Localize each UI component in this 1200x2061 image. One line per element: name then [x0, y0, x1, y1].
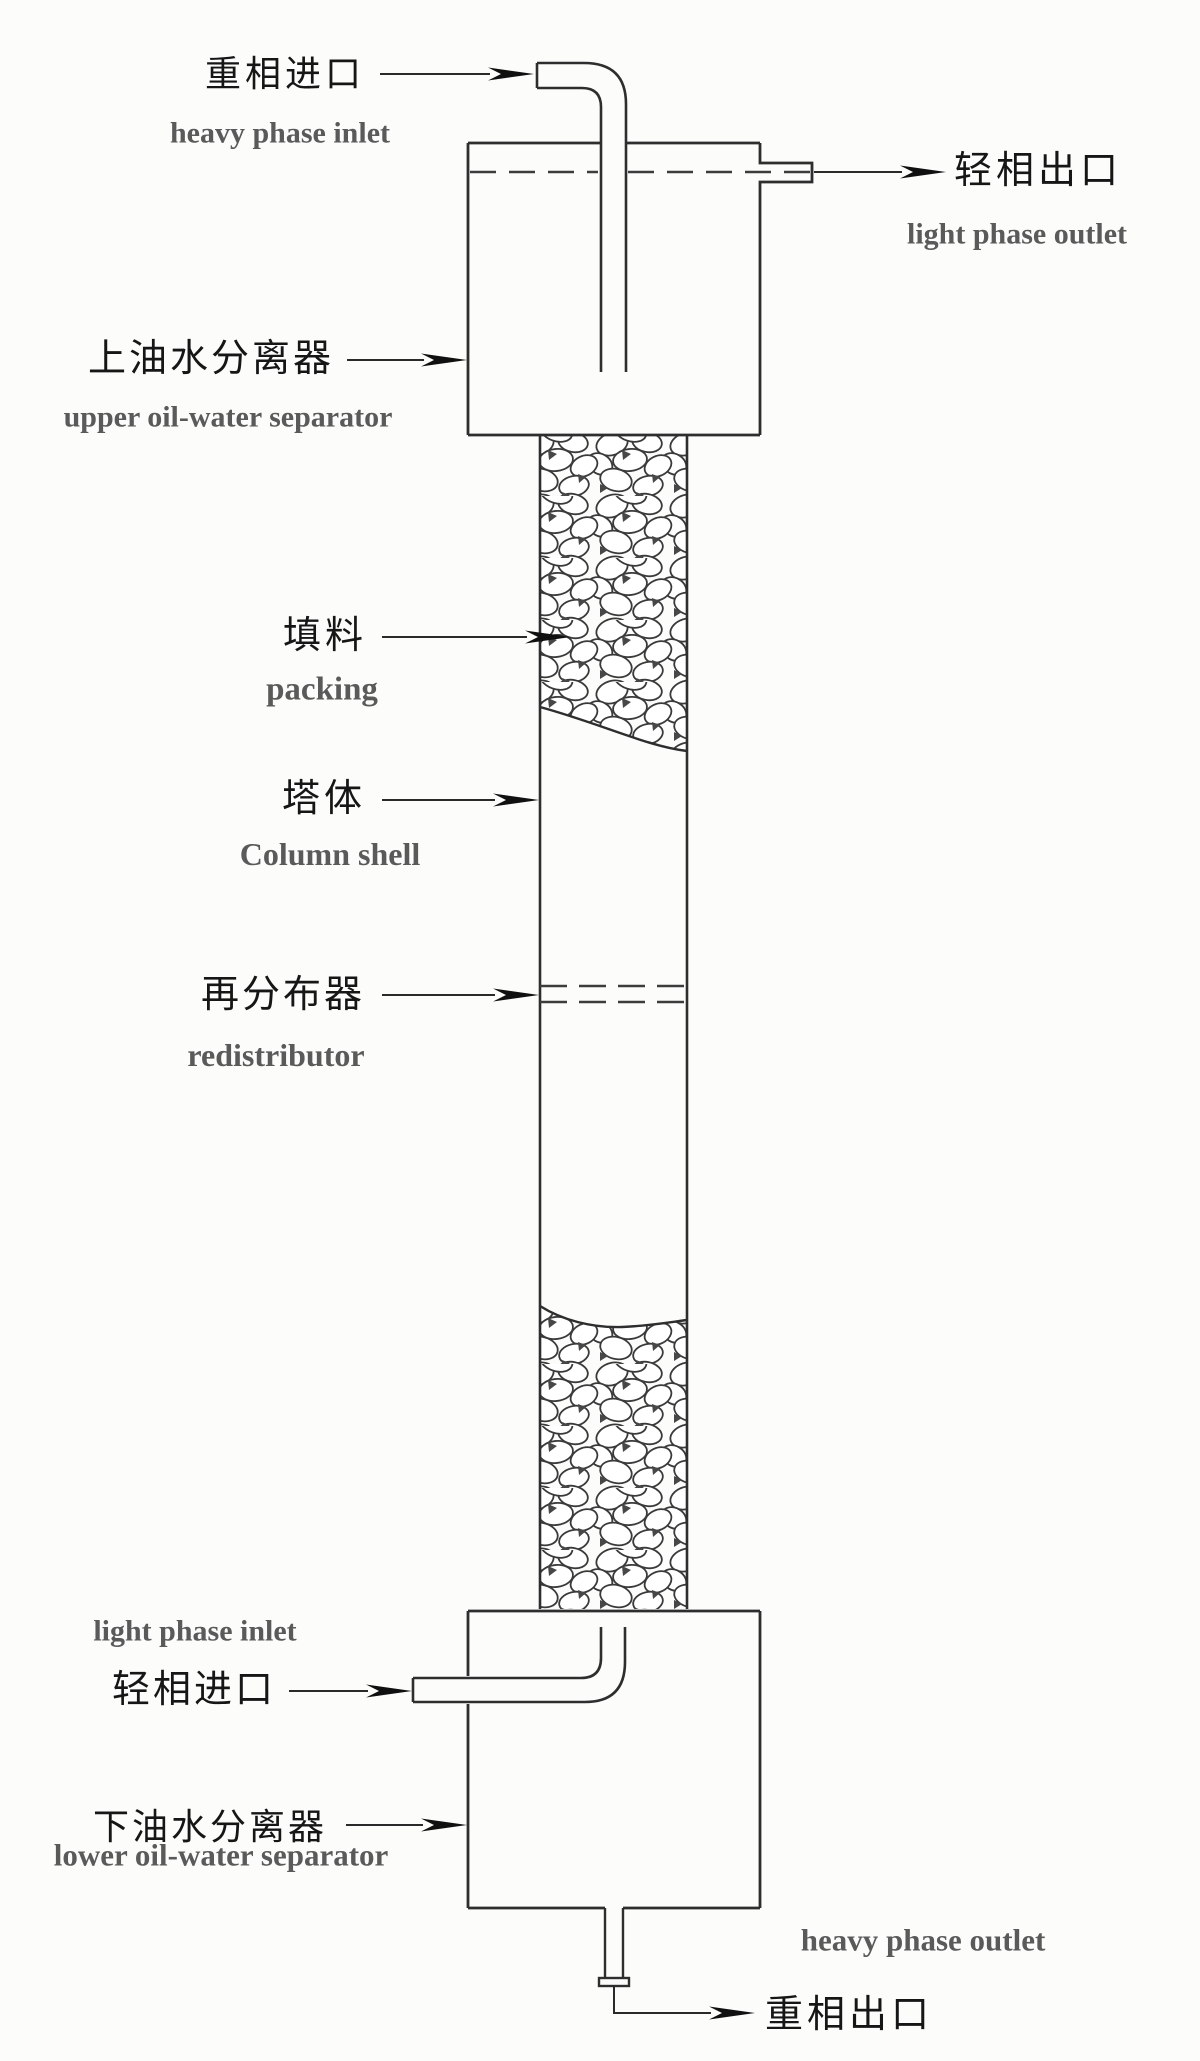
label-light-phase-outlet-en: light phase outlet: [906, 217, 1128, 251]
arrowhead-packing: [525, 630, 571, 644]
lower-packing-wavy-edge: [539, 1304, 688, 1329]
column-shell-walls: [538, 435, 689, 1609]
arrowhead-light-phase-outlet: [900, 165, 946, 179]
leader-heavy-phase-outlet: [613, 1986, 711, 2014]
heavy-inlet-pipe: [535, 61, 628, 372]
arrowheads: [366, 67, 946, 2020]
arrowhead-lower-separator: [421, 1818, 467, 1832]
arrowhead-column-shell: [493, 793, 539, 807]
label-packing-zh: 填料: [282, 615, 368, 658]
label-heavy-phase-inlet-zh: 重相进口: [204, 54, 366, 95]
label-lower-separator-en: lower oil-water separator: [53, 1837, 389, 1873]
label-heavy-phase-outlet-zh: 重相出口: [764, 1994, 934, 2037]
lower-separator-box: [466, 1609, 762, 1910]
upper-packing-section: [539, 435, 688, 753]
label-upper-separator-zh: 上油水分离器: [87, 338, 335, 381]
label-heavy-phase-outlet-en: heavy phase outlet: [800, 1922, 1046, 1958]
upper-separator-box: [466, 141, 814, 437]
lower-packing-section: [539, 1304, 688, 1609]
redistributor-dashes: [540, 984, 688, 1004]
light-inlet-pipe: [411, 1627, 627, 1704]
label-upper-separator-en: upper oil-water separator: [63, 400, 393, 434]
arrowhead-light-phase-inlet: [366, 1684, 412, 1698]
arrowhead-redistributor: [493, 988, 539, 1002]
leader-arrows: [289, 67, 946, 2020]
label-column-shell-zh: 塔体: [281, 778, 367, 821]
upper-packing-wavy-edge: [539, 705, 688, 753]
arrowhead-heavy-phase-inlet: [488, 67, 534, 81]
arrowhead-heavy-phase-outlet: [709, 2006, 755, 2020]
label-column-shell-en: Column shell: [239, 836, 421, 873]
bottom-outlet-stub: [597, 1908, 631, 1988]
label-lower-separator-zh: 下油水分离器: [92, 1807, 328, 1848]
label-redistributor-en: redistributor: [187, 1037, 365, 1074]
label-light-phase-inlet-en: light phase inlet: [93, 1614, 297, 1648]
label-heavy-phase-inlet-en: heavy phase inlet: [169, 116, 391, 150]
label-packing-en: packing: [266, 671, 378, 708]
label-light-phase-inlet-zh: 轻相进口: [111, 1669, 277, 1712]
arrowhead-upper-separator: [421, 353, 467, 367]
label-redistributor-zh: 再分布器: [200, 974, 366, 1017]
label-light-phase-outlet-zh: 轻相出口: [953, 150, 1123, 193]
